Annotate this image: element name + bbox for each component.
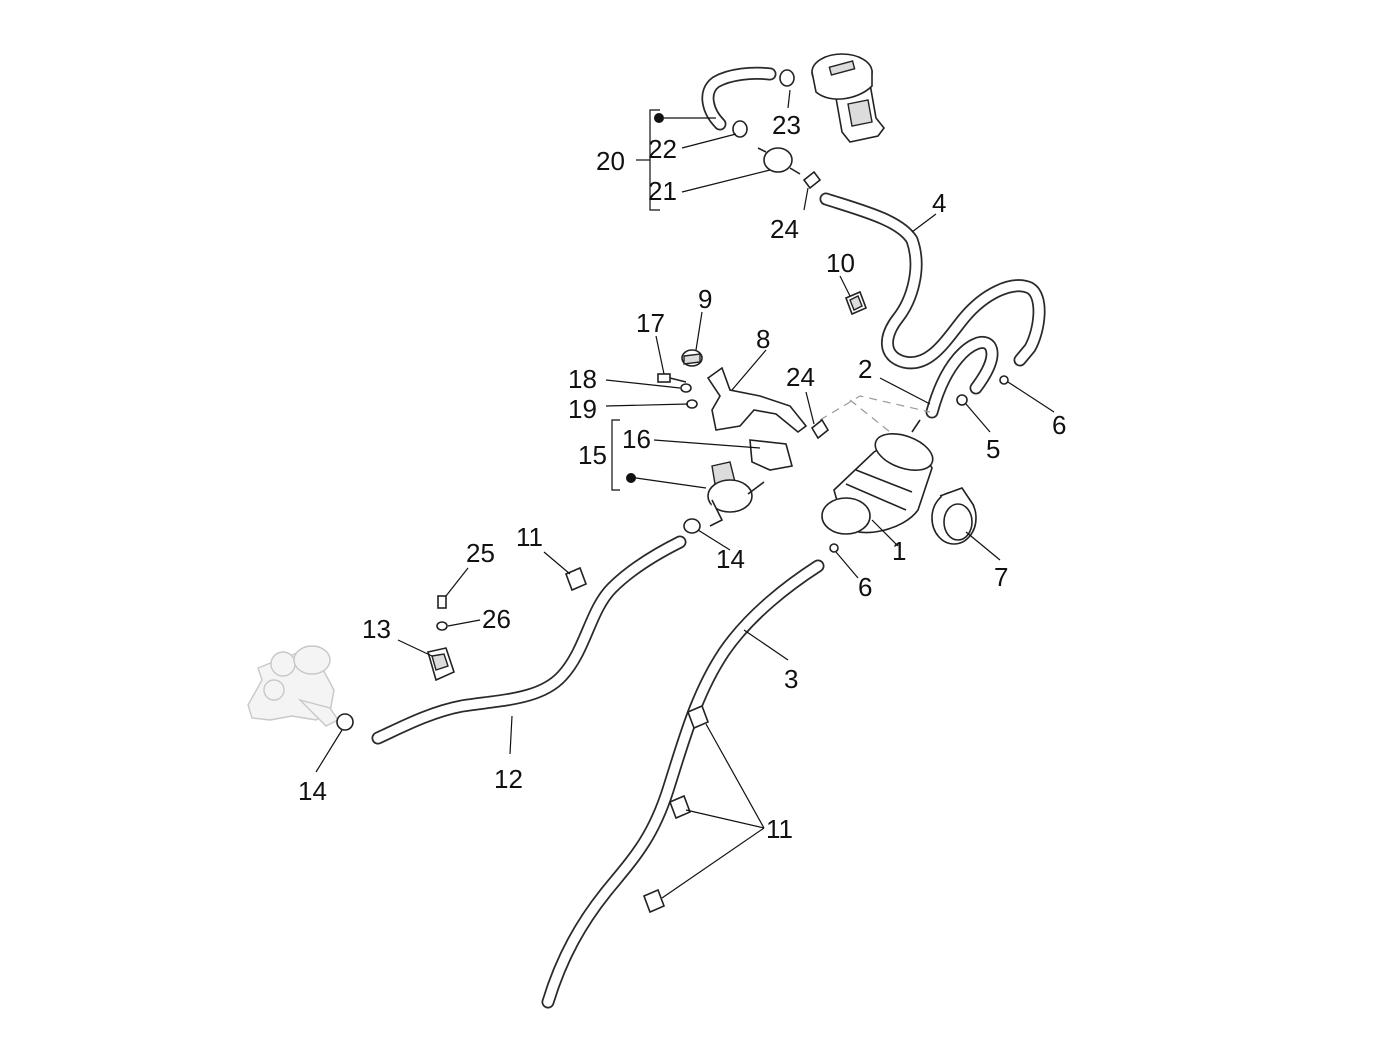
hose-2 — [925, 336, 999, 419]
label-25: 25 — [466, 538, 495, 568]
label-6-bottom: 6 — [858, 572, 872, 602]
solenoid-valve-icon — [707, 439, 794, 527]
hose-clip-11-a — [564, 566, 588, 592]
clip-6-bottom — [829, 543, 839, 553]
bolt-17 — [657, 373, 687, 383]
label-18: 18 — [568, 364, 597, 394]
leader-lines — [315, 89, 1055, 899]
clip-6-top — [999, 375, 1009, 385]
hose-4 — [819, 192, 1046, 370]
label-22: 22 — [648, 134, 677, 164]
label-20: 20 — [596, 146, 625, 176]
washer-18 — [680, 383, 692, 393]
fitting-24-mid — [810, 418, 830, 440]
evap-canister-icon — [821, 419, 934, 535]
label-12: 12 — [494, 764, 523, 794]
throttle-body-icon — [247, 645, 340, 727]
clamp-23 — [779, 69, 795, 87]
label-1: 1 — [892, 536, 906, 566]
label-14-mid: 14 — [716, 544, 745, 574]
clamp-14-left — [336, 713, 354, 731]
valve-21 — [757, 147, 801, 175]
label-24-top: 24 — [770, 214, 799, 244]
label-4: 4 — [932, 188, 946, 218]
hose-clip-11-d — [642, 888, 666, 914]
label-6-top: 6 — [1052, 410, 1066, 440]
label-13: 13 — [362, 614, 391, 644]
label-17: 17 — [636, 308, 665, 338]
label-19: 19 — [568, 394, 597, 424]
hose-3 — [541, 559, 825, 1009]
label-11-bottom: 11 — [766, 814, 793, 844]
strap-7 — [931, 487, 977, 545]
label-8: 8 — [756, 324, 770, 354]
label-3: 3 — [784, 664, 798, 694]
clamp-9 — [681, 349, 703, 367]
label-14-left: 14 — [298, 776, 327, 806]
clip-10 — [844, 290, 868, 316]
washer-19 — [686, 399, 698, 409]
label-2: 2 — [858, 354, 872, 384]
kit-dot-icon — [654, 113, 664, 123]
label-11-top: 11 — [516, 522, 543, 552]
hose-12 — [371, 535, 687, 745]
holder-13 — [426, 647, 455, 682]
hose-clip-11-b — [686, 704, 710, 730]
label-10: 10 — [826, 248, 855, 278]
label-21: 21 — [648, 176, 677, 206]
bracket-8 — [706, 366, 808, 434]
clamp-14-mid — [683, 518, 701, 534]
label-23: 23 — [772, 110, 801, 140]
screw-25 — [437, 595, 447, 609]
label-15: 15 — [578, 440, 607, 470]
label-26: 26 — [482, 604, 511, 634]
label-16: 16 — [622, 424, 651, 454]
label-24-mid: 24 — [786, 362, 815, 392]
fitting-24-top — [802, 170, 822, 190]
clamp-22 — [732, 120, 748, 138]
fuel-cap-icon — [811, 53, 886, 143]
part-labels: 1 2 3 4 5 6 6 7 8 9 10 11 11 12 13 14 14… — [298, 110, 1066, 844]
kit-dot-icon — [626, 473, 636, 483]
label-7: 7 — [994, 562, 1008, 592]
label-9: 9 — [698, 284, 712, 314]
washer-26 — [436, 621, 448, 631]
label-5: 5 — [986, 434, 1000, 464]
clip-5 — [956, 394, 968, 406]
vent-hose-20 — [701, 66, 777, 131]
hose-clip-11-c — [668, 794, 692, 820]
